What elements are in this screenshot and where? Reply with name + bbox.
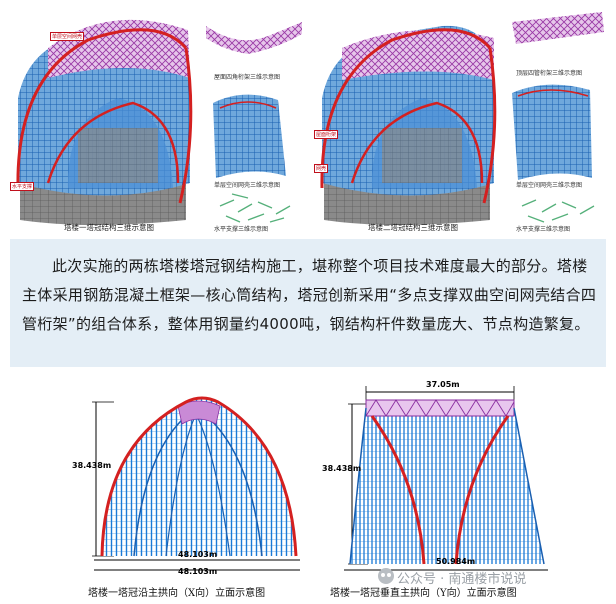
tower-two-crown-3d-illustration	[320, 12, 604, 225]
caption-roof: 顶层四管桁架三维示意图	[516, 70, 583, 77]
x-elevation-caption: 塔楼一塔冠沿主拱向（X向）立面示意图	[88, 588, 266, 599]
caption-shell: 单层空间网壳三维示意图	[516, 182, 583, 189]
tower-one-crown-panel: 单层空间网壳 水平支撑 屋面四角桁架三维示意图 单层空间网壳三维示意图 水平支撑…	[8, 8, 308, 236]
bottom-width-label: 50.984m	[436, 557, 476, 566]
y-elevation-caption: 塔楼一塔冠垂直主拱向（Y向）立面示意图	[330, 588, 517, 599]
caption-roof: 屋面四角桁架三维示意图	[214, 74, 281, 81]
bottom-width-label: 48.103m	[178, 567, 218, 576]
tag-side: 水平支撑	[10, 182, 35, 191]
tag-b: 网壳	[314, 164, 329, 173]
caption-main: 塔楼二塔冠结构三维示意图	[368, 223, 458, 232]
description-paragraph: 此次实施的两栋塔楼塔冠钢结构施工，堪称整个项目技术难度最大的部分。塔楼主体采用钢…	[22, 257, 597, 333]
tag-a: 屋面桁架	[314, 130, 339, 139]
y-elevation-panel: 37.05m 38.438m 50.984m 塔楼一塔冠垂直主拱向（Y向）立面示…	[322, 380, 566, 600]
caption-brace: 水平支撑三维示意图	[214, 226, 269, 233]
tag-top: 单层空间网壳	[50, 32, 85, 41]
x-elevation-panel: 38.438m 48.103m 48.103m 塔楼一塔冠沿主拱向（X向）立面示…	[72, 384, 314, 600]
wechat-icon	[378, 568, 394, 584]
height-label: 38.438m	[72, 461, 112, 470]
y-elevation-drawing	[344, 386, 548, 571]
caption-main: 塔楼一塔冠结构三维示意图	[64, 223, 154, 232]
caption-brace: 水平支撑三维示意图	[516, 226, 571, 233]
watermark: 公众号 · 南通楼市说说	[397, 572, 527, 587]
height-label: 38.438m	[322, 464, 362, 473]
tower-two-crown-panel: 屋面桁架 网壳 顶层四管桁架三维示意图 单层空间网壳三维示意图 水平支撑三维示意…	[312, 8, 608, 236]
tower-one-crown-3d-illustration	[16, 19, 302, 225]
caption-shell: 单层空间网壳三维示意图	[214, 182, 281, 189]
top-width-label: 48.103m	[178, 550, 218, 559]
x-elevation-drawing	[92, 396, 300, 571]
top-width-label: 37.05m	[426, 380, 460, 389]
description-panel	[10, 239, 606, 367]
